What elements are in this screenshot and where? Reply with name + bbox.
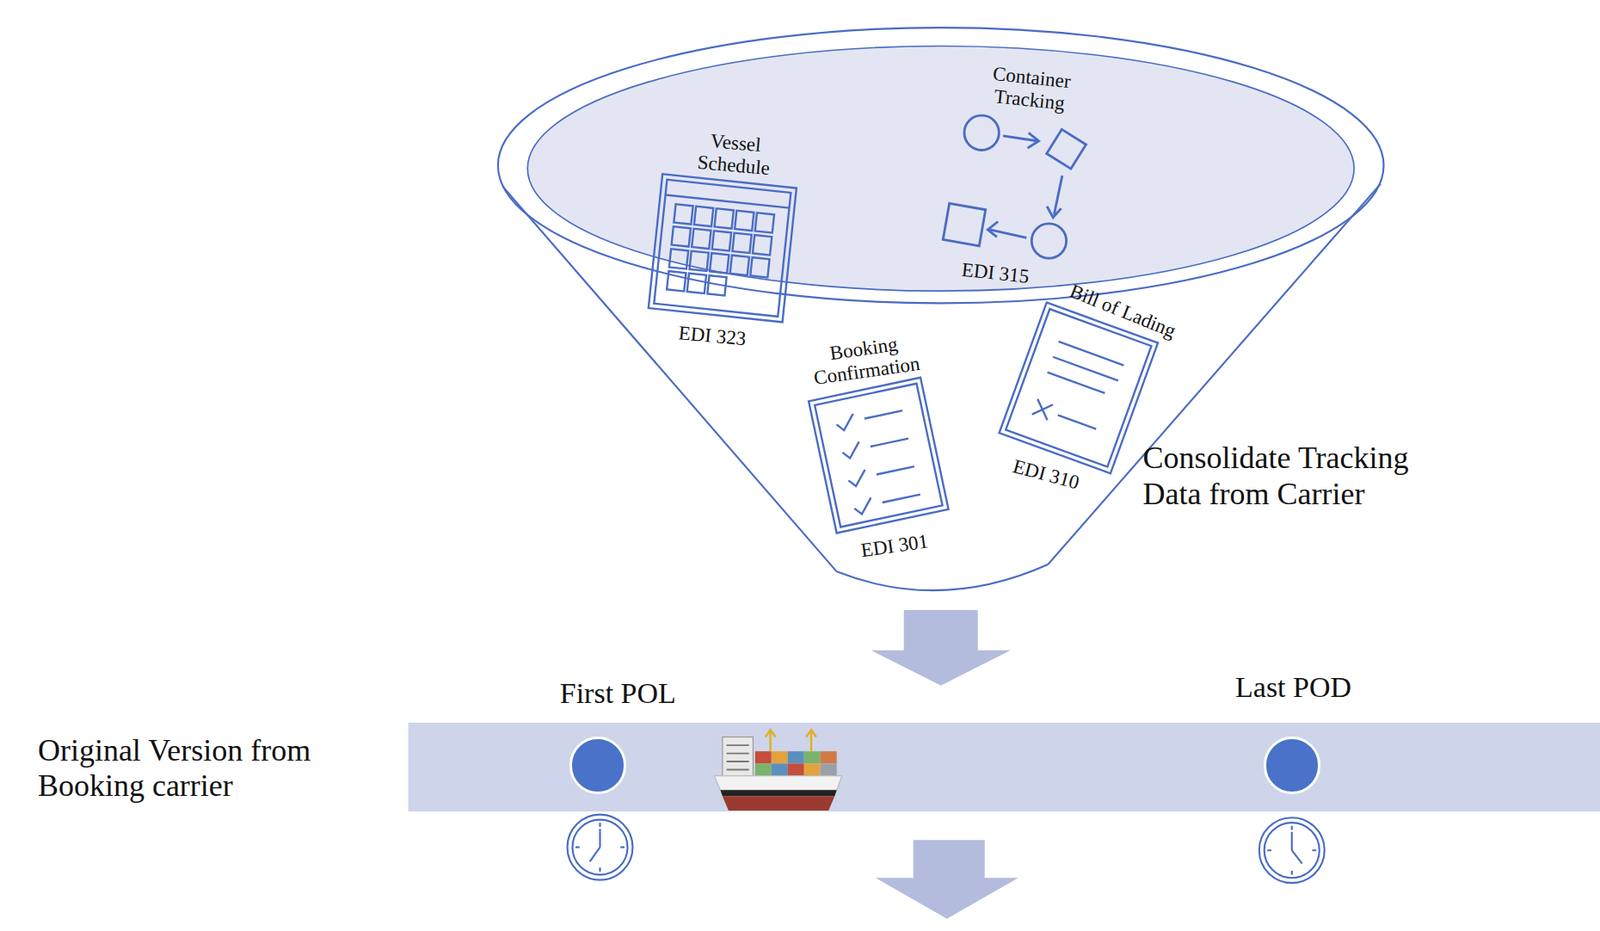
edi-code: EDI 315 xyxy=(960,258,1030,290)
icon-node: Container TrackingEDI 315 xyxy=(933,55,1097,286)
calendar-icon-part-part xyxy=(673,203,693,224)
calendar-icon-part-part xyxy=(709,252,729,273)
node-heading: Original Version from Booking carrier xyxy=(37,732,382,805)
calendar-icon-part xyxy=(648,173,797,322)
calendar-icon-part-part xyxy=(707,275,727,296)
calendar-icon-part xyxy=(666,203,775,300)
tracking-icon-part xyxy=(1046,129,1087,169)
edi-code: EDI 301 xyxy=(860,529,930,562)
ship-icon-part xyxy=(787,750,805,764)
flow-arrow xyxy=(875,839,1019,918)
calendar-icon-part-part xyxy=(671,226,691,247)
calendar-icon-part-part xyxy=(666,270,686,291)
icon-node: Booking ConfirmationEDI 301 xyxy=(795,326,960,562)
booking-icon-part xyxy=(808,377,949,534)
ship-icon-part xyxy=(771,763,788,776)
funnel-shape-part xyxy=(836,564,1049,591)
calendar-icon-part-part xyxy=(752,234,772,255)
ship-icon-part xyxy=(755,763,772,776)
ship-icon-part xyxy=(720,789,837,796)
ship-icon-part xyxy=(787,763,805,776)
tracking-icon-part xyxy=(987,221,998,237)
calendar-icon-part-part xyxy=(712,230,732,251)
ship-icon-part xyxy=(713,775,842,791)
lading-icon-part xyxy=(1005,308,1151,467)
port-circle: First POL xyxy=(569,736,627,794)
calendar-icon-part-part xyxy=(694,206,714,227)
ship-icon-part xyxy=(820,763,837,776)
lading-icon-part xyxy=(1047,341,1125,396)
icon-node: Vessel ScheduleEDI 323 xyxy=(642,122,807,352)
ship-icon xyxy=(713,729,842,811)
calendar-icon-part-part xyxy=(755,212,775,233)
ship-icon-part xyxy=(804,750,821,764)
calendar-icon-part-part xyxy=(734,210,754,231)
clock-icon-part xyxy=(1264,822,1320,878)
funnel-shape-part xyxy=(503,186,837,572)
tracking-icon-part xyxy=(1046,206,1062,218)
funnel-node: Consolidate Tracking Data from CarrierVe… xyxy=(498,28,1385,592)
funnel-shape-part xyxy=(527,45,1354,291)
clock-icon-part xyxy=(1267,825,1317,875)
calendar-icon-part-part xyxy=(730,255,750,276)
ship-icon-part xyxy=(765,729,817,751)
ship-icon-part xyxy=(755,750,772,764)
node-heading: Bill of Lading xyxy=(1065,279,1179,343)
calendar-icon-part-part xyxy=(714,208,734,228)
ship-icon-part xyxy=(726,744,750,770)
ship-icon-part xyxy=(722,737,754,776)
ship-icon-part xyxy=(804,763,821,776)
tracking-icon-part xyxy=(964,115,999,150)
clock-icon-part xyxy=(572,819,628,875)
node-heading: Consolidate Tracking Data from Carrier xyxy=(1143,440,1471,512)
calendar-icon-part-part xyxy=(687,273,707,294)
ship-icon-part xyxy=(820,750,837,764)
node-heading: Last POD xyxy=(1235,670,1352,704)
port-circle: Last POD xyxy=(1263,736,1321,794)
node-heading: Container Tracking xyxy=(968,61,1094,119)
clock-icon xyxy=(1259,817,1325,883)
clock-icon-part xyxy=(575,822,625,872)
timeline-band: Original Version from Booking carrierFir… xyxy=(407,722,1600,812)
ship-icon-part xyxy=(771,750,788,764)
calendar-icon-part-part xyxy=(732,233,751,253)
tracking-icon-part xyxy=(942,203,985,246)
ship-icon-part xyxy=(722,795,835,811)
calendar-icon xyxy=(648,173,797,322)
tracking-icon-part xyxy=(1027,132,1040,148)
booking-icon-part xyxy=(814,383,942,528)
calendar-icon-part-part xyxy=(669,248,689,269)
calendar-icon-part xyxy=(653,179,791,317)
tracking-icon xyxy=(942,115,1086,259)
calendar-icon-part-part xyxy=(691,228,711,249)
edi-code: EDI 310 xyxy=(1009,455,1082,495)
node-heading: Vessel Schedule xyxy=(685,128,784,182)
booking-icon-part xyxy=(864,410,921,503)
clock-icon-part xyxy=(567,814,634,880)
booking-icon-part xyxy=(835,413,874,516)
calendar-icon-part-part xyxy=(750,257,770,277)
clock-icon-part xyxy=(1259,817,1325,883)
clock-icon-part xyxy=(590,828,601,862)
node-heading: First POL xyxy=(560,676,677,711)
timeline-band xyxy=(407,722,1600,812)
booking-icon xyxy=(808,377,949,534)
clock-icon-part xyxy=(1292,831,1303,864)
node-heading: Booking Confirmation xyxy=(785,326,946,394)
calendar-icon-part-part xyxy=(689,251,708,271)
lading-icon-part xyxy=(1032,399,1100,437)
flow-arrow xyxy=(871,609,1011,686)
funnel-shape-part xyxy=(498,27,1385,303)
edi-code: EDI 323 xyxy=(677,322,748,351)
clock-icon xyxy=(567,814,634,880)
tracking-icon-part xyxy=(1031,223,1066,259)
